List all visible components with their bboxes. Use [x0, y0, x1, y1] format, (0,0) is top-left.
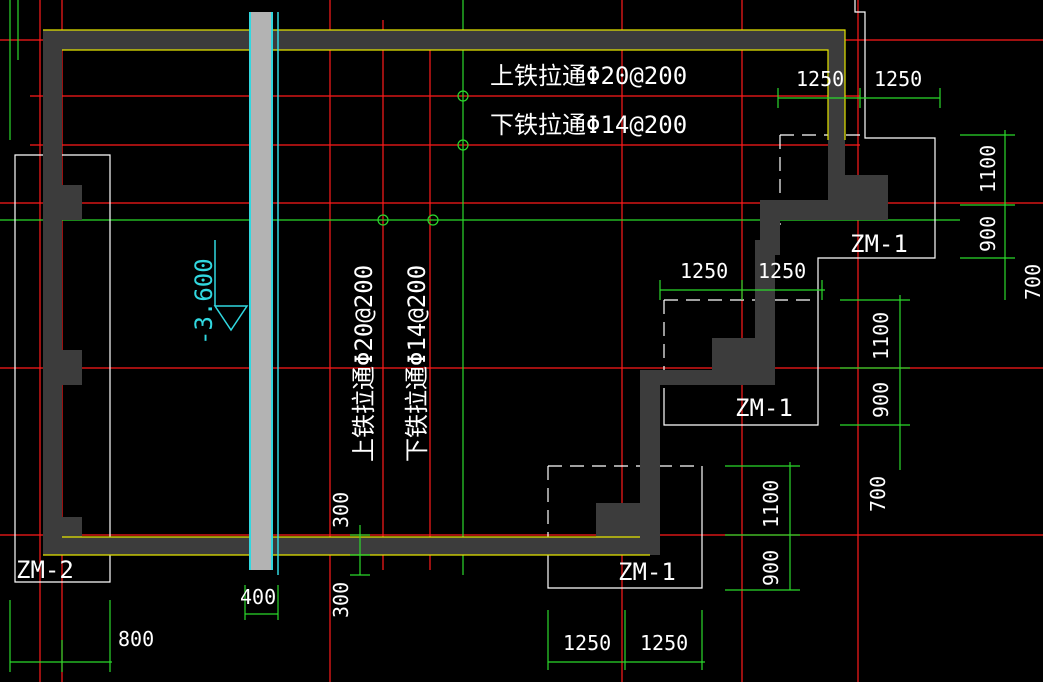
pad-outlines [14, 0, 936, 589]
circle-axis-marker-icon [377, 90, 469, 226]
dim-mid-b: 1250 [758, 259, 806, 283]
dim-bottom-b: 1250 [640, 631, 688, 655]
bottom-rebar-label: 下铁拉通Φ14@200 [490, 111, 687, 139]
dim-left-300-top: 300 [329, 492, 353, 528]
dim-right-upper-1100: 1100 [976, 145, 1000, 193]
dim-top-right-a: 1250 [796, 67, 844, 91]
elevation-label: -3.600 [190, 258, 218, 345]
zm1-label-c: ZM-1 [618, 558, 676, 586]
pad-fills [62, 175, 888, 538]
beam-vertical [249, 12, 279, 575]
dim-left-300-bottom: 300 [329, 582, 353, 618]
dimension-lines [9, 88, 1015, 672]
dim-low-900: 900 [759, 550, 783, 586]
zm2-label: ZM-2 [16, 556, 74, 584]
dim-beam-width: 400 [240, 585, 276, 609]
dim-left-800: 800 [118, 627, 154, 651]
elevation-triangle-icon [213, 240, 249, 332]
dim-low-1100: 1100 [759, 480, 783, 528]
dim-right-edge-700: 700 [1021, 264, 1043, 300]
dim-top-right-b: 1250 [874, 67, 922, 91]
dim-mid-900: 900 [869, 382, 893, 418]
dim-bottom-a: 1250 [563, 631, 611, 655]
wall-inner-edge [62, 49, 829, 140]
vertical-bottom-rebar-label: 下铁拉通Φ14@200 [403, 265, 431, 462]
wall-band [43, 30, 888, 555]
zm1-label-a: ZM-1 [850, 230, 908, 258]
zm1-label-b: ZM-1 [735, 394, 793, 422]
top-rebar-label: 上铁拉通Φ20@200 [490, 62, 687, 90]
vertical-top-rebar-label: 上铁拉通Φ20@200 [350, 265, 378, 462]
wall-outer-edge [43, 29, 846, 140]
dim-mid-700: 700 [866, 476, 890, 512]
dim-mid-1100: 1100 [869, 312, 893, 360]
dim-mid-a: 1250 [680, 259, 728, 283]
dim-right-upper-900: 900 [976, 216, 1000, 252]
